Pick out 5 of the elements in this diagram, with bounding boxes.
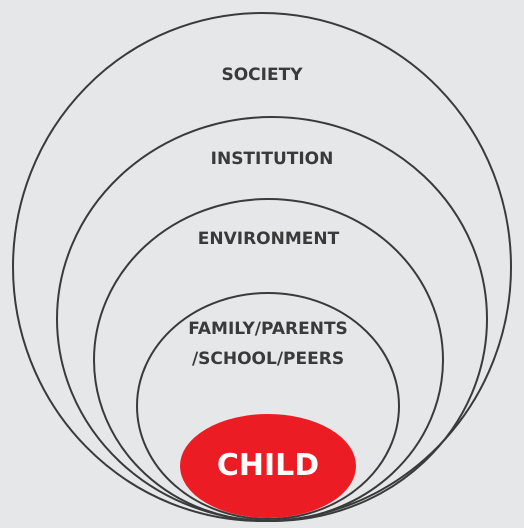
- ring-label: FAMILY/PARENTS /SCHOOL/PEERS: [187, 318, 349, 371]
- ring-label: CHILD: [216, 447, 320, 485]
- ring-label: INSTITUTION: [210, 148, 334, 171]
- ring-label: ENVIRONMENT: [198, 228, 340, 251]
- ring-label: SOCIETY: [221, 64, 302, 87]
